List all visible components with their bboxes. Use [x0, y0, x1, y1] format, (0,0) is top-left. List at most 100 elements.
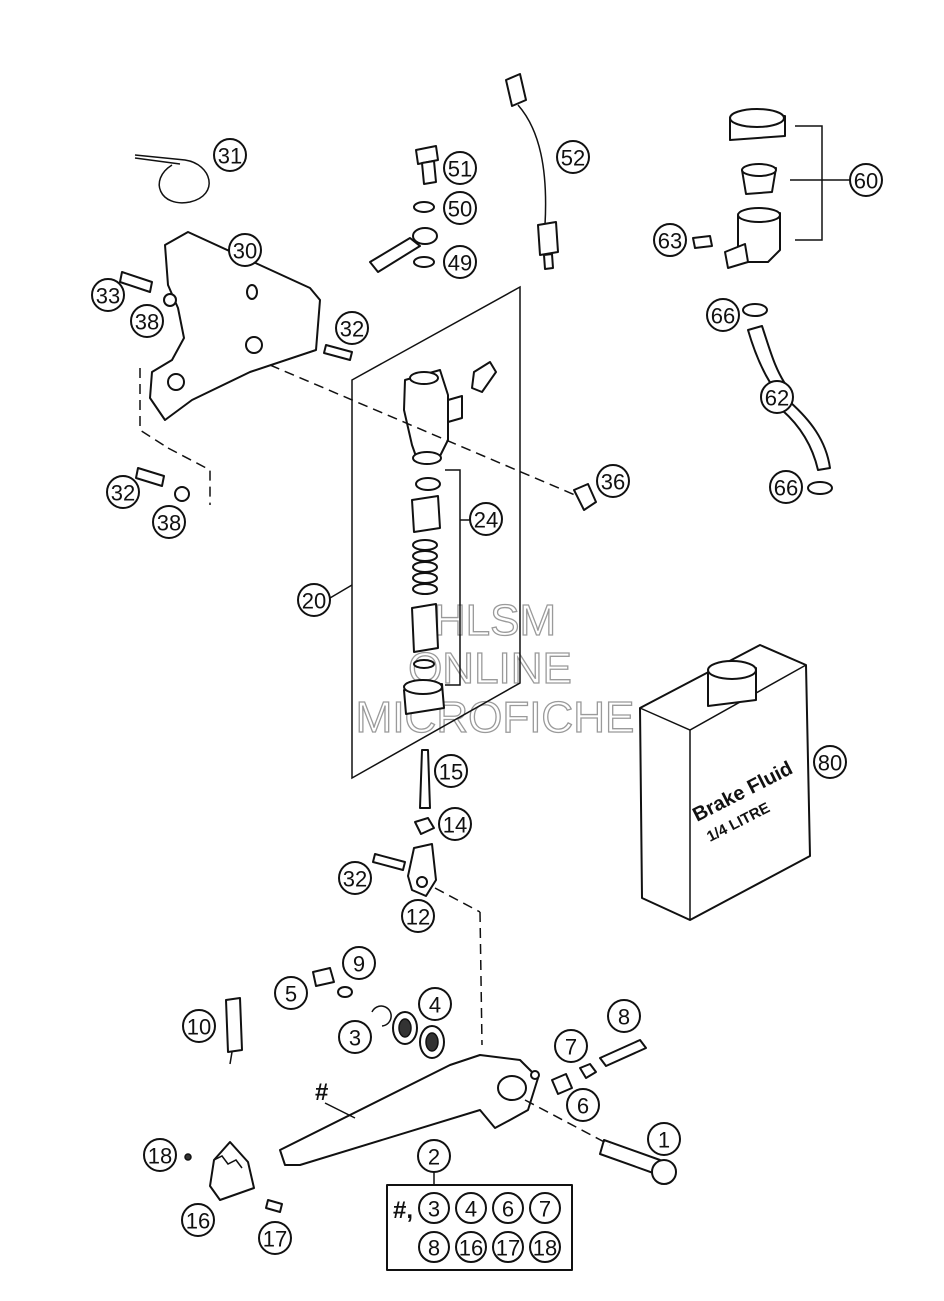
svg-text:80: 80	[818, 751, 842, 776]
dash-mount-line	[269, 364, 576, 496]
sealing-washer-49	[413, 256, 435, 268]
pedal-bearings	[392, 1011, 445, 1059]
dash-clevis	[434, 887, 481, 913]
callout-30[interactable]: 30	[228, 233, 262, 267]
reservoir-screw	[692, 235, 713, 249]
callout-33[interactable]: 33	[91, 278, 125, 312]
svg-text:52: 52	[561, 146, 585, 171]
kit-item-label: 8	[428, 1236, 440, 1261]
mount-bolt-32-upper	[323, 344, 353, 361]
callout-6[interactable]: 6	[566, 1088, 600, 1122]
callout-1[interactable]: 1	[647, 1122, 681, 1156]
heat-shield	[149, 231, 321, 421]
circlip	[413, 659, 435, 669]
watermark-line-3: MICROFICHE	[356, 693, 635, 742]
svg-text:1: 1	[658, 1128, 670, 1153]
svg-text:32: 32	[111, 481, 135, 506]
callout-3[interactable]: 3	[338, 1020, 372, 1054]
kit-item-label: 18	[533, 1236, 557, 1261]
callout-38-upper[interactable]: 38	[130, 304, 164, 338]
callout-38-lower[interactable]: 38	[152, 505, 186, 539]
svg-text:66: 66	[774, 476, 798, 501]
callout-7[interactable]: 7	[554, 1029, 588, 1063]
callout-66-lower[interactable]: 66	[769, 470, 803, 504]
bracket-60	[795, 125, 823, 241]
callout-10[interactable]: 10	[182, 1009, 216, 1043]
callout-12[interactable]: 12	[401, 899, 435, 933]
mount-bolt-32-lower	[135, 467, 190, 502]
brake-hose-lower	[781, 401, 831, 471]
hose-clamp-lower	[807, 481, 833, 495]
callout-24[interactable]: 24	[469, 502, 503, 536]
callout-8[interactable]: 8	[607, 999, 641, 1033]
reservoir-cap	[729, 108, 786, 141]
kit-item-label: 4	[465, 1197, 477, 1222]
callout-62[interactable]: 62	[760, 380, 794, 414]
kit-item-label: 3	[428, 1197, 440, 1222]
push-rod	[419, 749, 431, 809]
callout-31[interactable]: 31	[213, 138, 247, 172]
watermark-line-1: HLSM	[434, 596, 556, 645]
callout-2[interactable]: 2	[417, 1139, 451, 1173]
svg-text:33: 33	[96, 284, 120, 309]
callout-5[interactable]: 5	[274, 976, 308, 1010]
callout-20[interactable]: 20	[297, 583, 331, 617]
callout-52[interactable]: 52	[556, 140, 590, 174]
piston	[411, 603, 439, 653]
clip-nut-36	[573, 483, 597, 511]
clevis-fork	[407, 843, 437, 897]
dust-boot-top	[403, 679, 443, 695]
svg-text:6: 6	[577, 1094, 589, 1119]
kit-item-label: 17	[496, 1236, 520, 1261]
svg-text:4: 4	[429, 993, 441, 1018]
banjo-hose-fitting	[369, 227, 438, 273]
callout-16[interactable]: 16	[181, 1203, 215, 1237]
callout-32-left[interactable]: 32	[106, 475, 140, 509]
foot-peg-tread	[209, 1141, 255, 1201]
svg-text:36: 36	[601, 470, 625, 495]
svg-text:10: 10	[187, 1015, 211, 1040]
callout-9[interactable]: 9	[342, 946, 376, 980]
pedal-hash-mark: #	[315, 1079, 328, 1106]
svg-text:12: 12	[406, 905, 430, 930]
callout-15[interactable]: 15	[434, 754, 468, 788]
brake-light-switch	[505, 73, 559, 270]
svg-text:18: 18	[148, 1144, 172, 1169]
callout-49[interactable]: 49	[443, 245, 477, 279]
banjo-bolt	[415, 145, 439, 185]
callout-80[interactable]: 80	[813, 745, 847, 779]
pivot-nut	[551, 1073, 573, 1095]
callout-32-upper[interactable]: 32	[335, 311, 369, 345]
screw-17	[265, 1199, 283, 1213]
callout-60[interactable]: 60	[849, 163, 883, 197]
svg-text:66: 66	[711, 304, 735, 329]
pivot-washer	[579, 1063, 597, 1079]
callout-4[interactable]: 4	[418, 987, 452, 1021]
pedal-washer	[337, 986, 353, 998]
callout-36[interactable]: 36	[596, 464, 630, 498]
callout-50[interactable]: 50	[443, 191, 477, 225]
svg-text:32: 32	[340, 317, 364, 342]
kit-row-1: 3 4 6 7	[418, 1192, 561, 1224]
seal-ring	[415, 477, 441, 491]
svg-text:31: 31	[218, 144, 242, 169]
svg-text:3: 3	[349, 1026, 361, 1051]
callout-18[interactable]: 18	[143, 1138, 177, 1172]
callout-14[interactable]: 14	[438, 807, 472, 841]
bracket-24	[445, 469, 461, 686]
clevis-bolt	[372, 853, 406, 871]
callout-63[interactable]: 63	[653, 223, 687, 257]
callout-17[interactable]: 17	[258, 1221, 292, 1255]
callout-51[interactable]: 51	[443, 151, 477, 185]
dash-shield-bottom	[167, 447, 211, 505]
callout-32-clevis[interactable]: 32	[338, 861, 372, 895]
svg-text:51: 51	[448, 157, 472, 182]
leader-hash	[324, 1102, 356, 1119]
return-spring-10	[225, 997, 243, 1065]
svg-text:8: 8	[618, 1005, 630, 1030]
sealing-washer-50	[413, 201, 435, 213]
callout-66-upper[interactable]: 66	[706, 298, 740, 332]
svg-text:50: 50	[448, 197, 472, 222]
piston-sleeve	[411, 495, 441, 533]
svg-text:32: 32	[343, 867, 367, 892]
